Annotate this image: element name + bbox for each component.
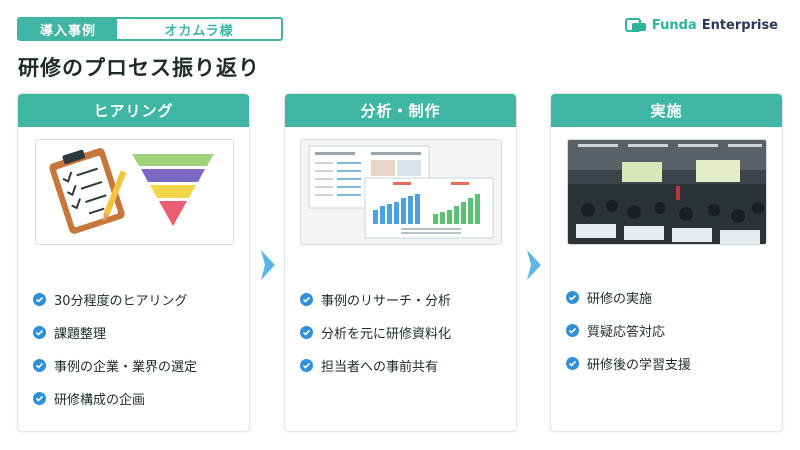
item-text: 分析を元に研修資料化: [321, 327, 452, 342]
step-header: ヒアリング: [18, 94, 249, 127]
analysis-slides-thumbnail: [300, 139, 502, 245]
chevron-right-icon: [261, 250, 275, 280]
step-items: 研修の実施 質疑応答対応 研修後の学習支援: [566, 281, 691, 380]
check-circle-icon: [33, 326, 46, 339]
case-tag-label: 導入事例: [19, 19, 117, 39]
clipboard-checklist-icon: [49, 148, 127, 234]
check-circle-icon: [300, 326, 313, 339]
item-text: 事例の企業・業界の選定: [54, 360, 198, 375]
check-circle-icon: [33, 392, 46, 405]
chevron-right-icon: [527, 250, 541, 280]
check-circle-icon: [300, 293, 313, 306]
step-card-delivery: 実施 研修の実施 質疑応答対応: [550, 93, 783, 432]
case-tag: 導入事例 オカムラ様: [17, 17, 283, 41]
case-tag-client: オカムラ様: [164, 23, 234, 39]
funnel-icon: [132, 154, 214, 226]
item-text: 事例のリサーチ・分析: [321, 294, 452, 309]
list-item: 研修の実施: [566, 281, 691, 314]
list-item: 30分程度のヒアリング: [33, 283, 197, 316]
item-text: 質疑応答対応: [587, 325, 666, 340]
training-session-photo: [567, 139, 767, 245]
list-item: 課題整理: [33, 316, 197, 349]
check-circle-icon: [566, 324, 579, 337]
step-items: 事例のリサーチ・分析 分析を元に研修資料化 担当者への事前共有: [300, 283, 451, 382]
item-text: 30分程度のヒアリング: [54, 294, 188, 309]
step-card-hearing: ヒアリング: [17, 93, 250, 432]
page-title: 研修のプロセス振り返り: [18, 56, 260, 80]
hearing-illustration: [35, 139, 234, 245]
item-text: 研修構成の企画: [54, 393, 146, 408]
item-text: 課題整理: [54, 327, 107, 342]
step-header: 実施: [551, 94, 782, 127]
item-text: 研修の実施: [587, 292, 653, 307]
step-items: 30分程度のヒアリング 課題整理 事例の企業・業界の選定 研修構成の企画: [33, 283, 197, 415]
check-circle-icon: [33, 359, 46, 372]
list-item: 分析を元に研修資料化: [300, 316, 451, 349]
brand-mark-icon: [624, 18, 646, 32]
check-circle-icon: [33, 293, 46, 306]
list-item: 事例の企業・業界の選定: [33, 349, 197, 382]
check-circle-icon: [300, 359, 313, 372]
list-item: 担当者への事前共有: [300, 349, 451, 382]
check-circle-icon: [566, 291, 579, 304]
item-text: 担当者への事前共有: [321, 360, 439, 375]
step-card-analysis: 分析・制作: [284, 93, 517, 432]
list-item: 研修後の学習支援: [566, 347, 691, 380]
brand-name-2: Enterprise: [701, 17, 778, 33]
list-item: 研修構成の企画: [33, 382, 197, 415]
list-item: 質疑応答対応: [566, 314, 691, 347]
step-header: 分析・制作: [285, 94, 516, 127]
check-circle-icon: [566, 357, 579, 370]
item-text: 研修後の学習支援: [587, 358, 692, 373]
brand-name-1: Funda: [651, 17, 697, 33]
brand-logo: Funda Enterprise: [624, 17, 778, 33]
list-item: 事例のリサーチ・分析: [300, 283, 451, 316]
